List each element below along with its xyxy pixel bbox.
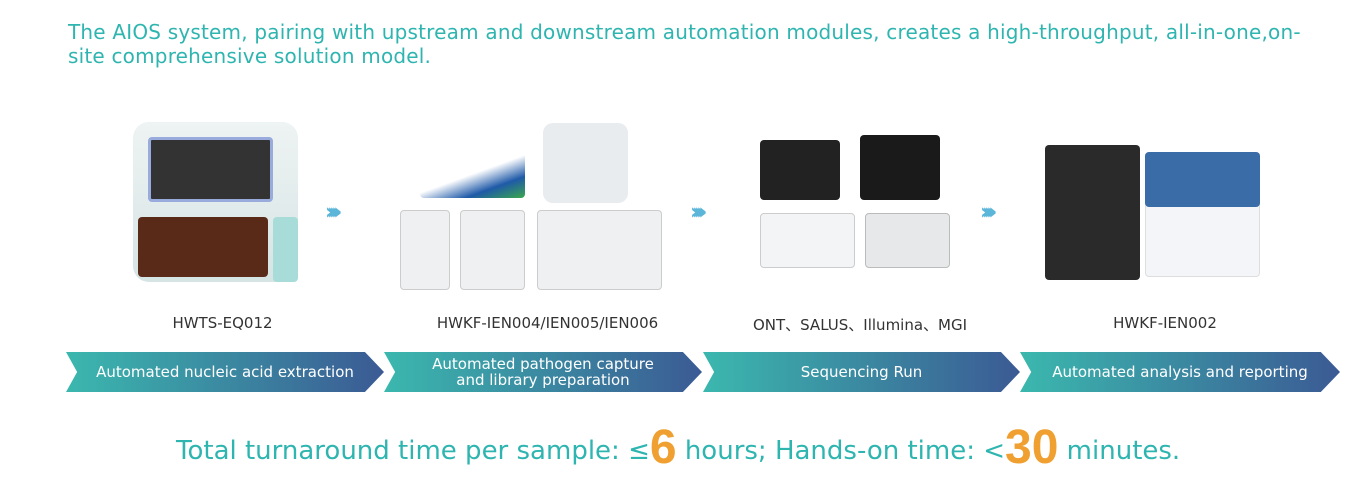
flow-arrow-icon: ››››› [980,200,998,225]
summary-text: hours; Hands-on time: < [676,436,1006,466]
stage-label: Sequencing Run [800,363,923,381]
sequencers-image [755,125,955,275]
turnaround-hours: 6 [649,421,677,474]
stage-banner-extraction: Automated nucleic acid extraction [66,352,384,392]
product-label: HWKF-IEN004/IEN005/IEN006 [436,314,659,332]
stage-label: Automated analysis and reporting [1052,363,1308,381]
summary-text: Total turnaround time per sample: ≤ [176,436,650,466]
library-prep-products-image [395,118,670,298]
headline: The AIOS system, pairing with upstream a… [68,20,1301,68]
product-label: HWTS-EQ012 [172,314,273,332]
stage-label: Automated nucleic acid extraction [96,363,354,381]
flow-arrow-icon: ››››› [690,200,708,225]
product-label: HWKF-IEN002 [1113,314,1217,332]
stage-label: and library preparation [456,371,630,389]
turnaround-summary: Total turnaround time per sample: ≤6 hou… [176,420,1180,475]
summary-text: minutes. [1058,436,1181,466]
analysis-server-image [1040,140,1265,285]
stage-banner-sequencing: Sequencing Run [703,352,1020,392]
hands-on-minutes: 30 [1005,421,1059,474]
product-label: ONT、SALUS、Illumina、MGI [752,316,968,334]
stage-banner-analysis: Automated analysis and reporting [1020,352,1340,392]
stage-label: Automated pathogen capture [432,355,654,373]
extraction-instrument-image [128,122,303,292]
flow-arrow-icon: ››››› [325,200,343,225]
